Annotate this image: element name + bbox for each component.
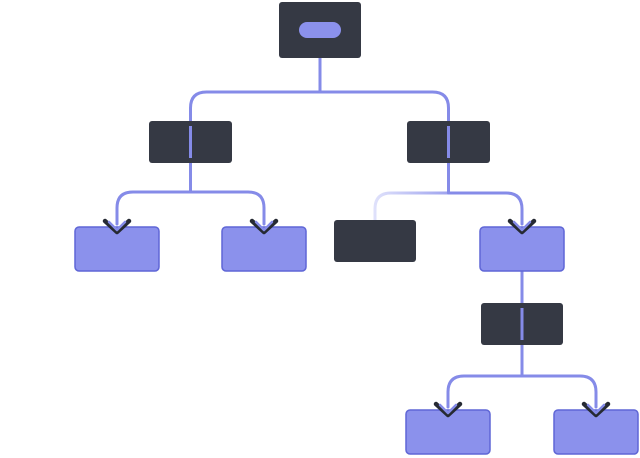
node-left-leaf-1 [74, 226, 160, 272]
node-left-mid [149, 121, 232, 163]
edge-right-mid-to-right-dark-leaf [373, 161, 450, 222]
edge-left-mid-to-left-leaf-2 [189, 161, 266, 226]
edge-root-to-right-mid [318, 56, 450, 123]
node-box-light [221, 226, 307, 272]
arrowhead-inner-icon [586, 403, 606, 415]
node-root [279, 2, 361, 58]
node-box-light [405, 409, 491, 455]
arrowhead-icon [581, 401, 611, 418]
node-left-leaf-2 [221, 226, 307, 272]
edge-lower-mid-to-bottom-leaf-1 [446, 343, 524, 409]
edge-right-mid-to-right-leaf [447, 161, 524, 226]
nodes-layer [74, 2, 639, 455]
edge-root-to-left-mid [189, 56, 322, 123]
edges-layer [115, 56, 598, 409]
arrowhead-inner-icon [107, 220, 127, 232]
edge-left-mid-to-left-leaf-1 [115, 161, 192, 226]
arrowhead-icon [102, 218, 132, 235]
arrowhead-inner-icon [254, 220, 274, 232]
arrowhead-inner-icon [512, 220, 532, 232]
root-pill-icon [299, 22, 341, 38]
arrowhead-inner-icon [438, 403, 458, 415]
arrowhead-icon [433, 401, 463, 418]
node-right-dark-leaf [334, 220, 416, 262]
node-right-leaf [479, 226, 565, 272]
node-box-light [479, 226, 565, 272]
node-bottom-leaf-2 [553, 409, 639, 455]
node-lower-mid [481, 303, 563, 345]
node-box-dark [334, 220, 416, 262]
arrowhead-icon [249, 218, 279, 235]
node-right-mid [407, 121, 490, 163]
arrowhead-icon [507, 218, 537, 235]
edge-lower-mid-to-bottom-leaf-2 [520, 343, 598, 409]
node-box-light [553, 409, 639, 455]
node-bottom-leaf-1 [405, 409, 491, 455]
node-box-light [74, 226, 160, 272]
arrows-layer [102, 218, 611, 418]
